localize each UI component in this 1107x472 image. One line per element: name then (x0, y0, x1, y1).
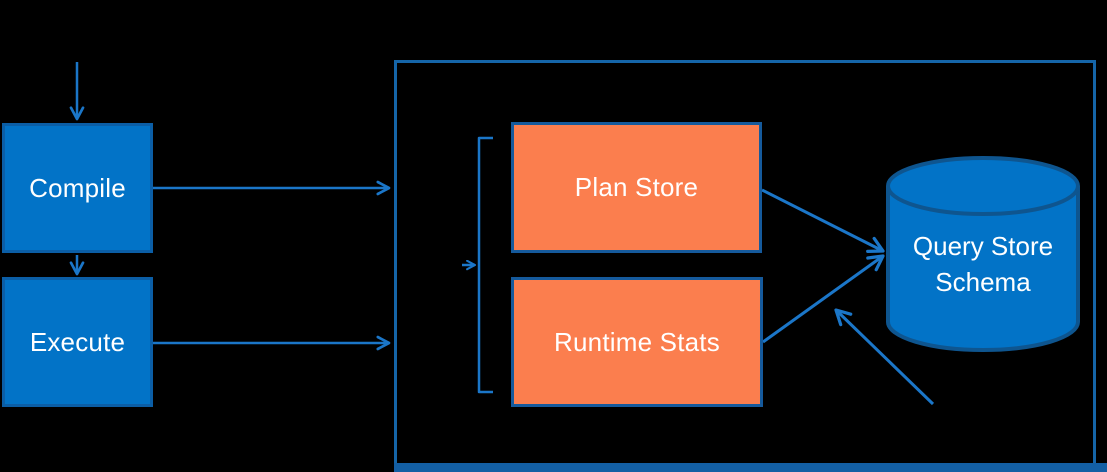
arrow-from-lower-right (834, 308, 935, 406)
arrow-runtime-stats-to-schema (762, 254, 885, 344)
left-brace-icon (477, 136, 493, 394)
database-label-line1: Query Store (912, 231, 1054, 261)
execute-label: Execute (29, 326, 126, 357)
database-cylinder-icon (886, 156, 1080, 352)
runtime-stats-label: Runtime Stats (554, 326, 720, 357)
plan-store-node: Plan Store (511, 122, 762, 253)
compile-node: Compile (2, 123, 153, 253)
arrow-plan-store-to-schema (761, 188, 885, 253)
compile-label: Compile (29, 172, 126, 203)
execute-node: Execute (2, 277, 153, 407)
plan-store-label: Plan Store (574, 172, 699, 202)
container-bottom-bar (394, 463, 1107, 472)
query-store-container-box (394, 60, 1096, 463)
runtime-stats-node: Runtime Stats (511, 277, 763, 407)
database-label: Query Store Schema (888, 228, 1078, 300)
database-label-line2: Schema (935, 267, 1031, 297)
